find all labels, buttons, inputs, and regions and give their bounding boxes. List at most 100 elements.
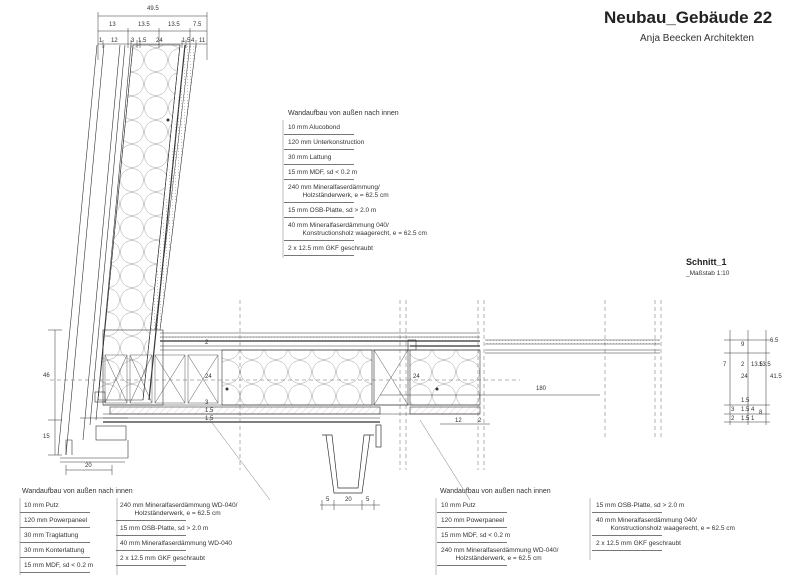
architect-name: Anja Beecken Architekten: [640, 33, 754, 44]
br-legend-col1-divider: [437, 542, 507, 543]
dim-right-4: 4: [751, 407, 755, 413]
roof-legend-item: 120 mm Unterkonstruction: [288, 139, 365, 146]
dim-row2-e: 24: [156, 38, 163, 44]
bl-legend-col2-item: 240 mm Mineralfaserdämmung WD-040/ Holzs…: [120, 502, 238, 517]
roof-legend-divider: [284, 134, 354, 135]
dim-right-24: 24: [741, 374, 748, 380]
dim-right-135: 13.5: [759, 362, 771, 368]
gutter: [322, 424, 382, 494]
eaves-detail: [60, 391, 129, 463]
bl-legend-col1-item: 120 mm Powerpaneel: [24, 517, 88, 524]
dim-slab-small-4: 1.5: [205, 416, 214, 422]
dim-slab-24b: 24: [413, 374, 420, 380]
bl-legend-col2-divider: [116, 535, 186, 536]
dim-small-2: 2: [478, 418, 482, 424]
roof-legend-item: 30 mm Lattung: [288, 154, 332, 161]
dim-gutter-5b: 5: [366, 497, 370, 503]
dim-slab-small-3: 1.5: [205, 408, 214, 414]
dim-slab-small-2: 3: [205, 400, 209, 406]
bl-legend-col2-divider: [116, 520, 186, 521]
dim-right-135b: 13.5: [751, 362, 763, 368]
top-dimensions: [97, 12, 208, 60]
dim-slab-24: 24: [205, 374, 212, 380]
br-legend-col2-item: 2 x 12.5 mm GKF geschraubt: [596, 540, 681, 547]
roof-legend-item: 240 mm Mineralfaserdämmung/ Holzständerw…: [288, 184, 389, 199]
dim-row1-d: 7.5: [193, 22, 202, 28]
dim-row2-d: 1.5: [138, 38, 147, 44]
br-legend-col2-divider: [592, 512, 662, 513]
dim-right-2b: 2: [731, 416, 735, 422]
dim-right-1: 1: [751, 416, 755, 422]
section-name: Schnitt_1: [686, 257, 727, 267]
dim-right-7: 7: [723, 362, 727, 368]
bl-legend-col2-item: 40 mm Mineralfaserdämmung WD-040: [120, 540, 232, 547]
bl-legend-col2-divider: [116, 565, 186, 566]
dim-row1-c: 13.5: [168, 22, 180, 28]
dim-row2-f: 1.5: [182, 38, 191, 44]
dim-right-9: 9: [741, 342, 745, 348]
roof-legend-item: 40 mm Mineralfaserdämmung 040/ Konstruct…: [288, 222, 427, 237]
project-title: Neubau_Gebäude 22: [604, 8, 773, 27]
dim-left-46: 46: [43, 373, 50, 379]
br-legend-col1-item: 10 mm Putz: [441, 502, 476, 509]
bl-legend-col1-divider: [20, 527, 90, 528]
bl-legend-col1-divider: [20, 557, 90, 558]
roof-legend-divider: [284, 179, 354, 180]
br-legend-col2-divider: [592, 550, 662, 551]
bl-legend-col1-item: 10 mm Putz: [24, 502, 59, 509]
dim-right-3: 3: [731, 407, 735, 413]
bl-legend-col1-item: 30 mm Traglattung: [24, 532, 79, 539]
dim-right-15b: 1.5: [741, 407, 750, 413]
scale-label: _Maßstab 1:10: [686, 270, 730, 277]
roof-legend-divider: [284, 164, 354, 165]
bl-legend-col2-divider: [116, 550, 186, 551]
dim-gutter-20: 20: [345, 497, 352, 503]
dim-total: 49.5: [147, 6, 159, 12]
bl-legend-col2-item: 15 mm OSB-Platte, sd > 2.0 m: [120, 525, 209, 532]
bl-legend-col1-divider: [20, 542, 90, 543]
br-legend-col1-divider: [437, 527, 507, 528]
roof-legend-heading: Wandaufbau von außen nach innen: [288, 110, 399, 117]
roof-legend-divider: [284, 202, 354, 203]
dim-row2-a: 1: [99, 38, 103, 44]
br-legend-col1-item: 120 mm Powerpaneel: [441, 517, 505, 524]
br-legend-col2-divider: [592, 535, 662, 536]
bl-legend-col2-item: 2 x 12.5 mm GKF geschraubt: [120, 555, 205, 562]
dim-row2-c: 3: [131, 38, 135, 44]
dim-right-415: 41.5: [770, 374, 782, 380]
dim-right-15a: 1.5: [741, 398, 750, 404]
dim-row2-h: 11: [199, 38, 206, 44]
roof-legend-item: 2 x 12.5 mm GKF geschraubt: [288, 245, 373, 252]
right-dimensions: [724, 330, 770, 425]
br-legend-col1-item: 240 mm Mineralfaserdämmung WD-040/ Holzs…: [441, 547, 559, 562]
br-legend-col1-divider: [437, 512, 507, 513]
roof-legend-item: 15 mm OSB-Platte, sd > 2.0 m: [288, 207, 377, 214]
dim-span-180: 180: [536, 386, 547, 392]
dim-small-12: 12: [455, 418, 462, 424]
dim-bottom-20: 20: [85, 463, 92, 469]
roof-legend-divider: [284, 217, 354, 218]
right-cladding: [485, 339, 660, 354]
dim-gutter-5a: 5: [326, 497, 330, 503]
legend-leaders: [19, 120, 591, 575]
dim-row2-b: 12: [111, 38, 118, 44]
dim-right-2: 2: [741, 362, 745, 368]
dim-slab-small-1: 2: [205, 340, 209, 346]
roof-legend-item: 15 mm MDF, sd < 0.2 m: [288, 169, 358, 176]
bl-legend-col1-item: 15 mm MDF, sd < 0.2 m: [24, 562, 94, 569]
roof-legend-divider: [284, 240, 354, 241]
cut-lines: [50, 300, 662, 470]
bl-legend-col1-divider: [20, 512, 90, 513]
roof-legend-item: 10 mm Alucobond: [288, 124, 341, 131]
roof-legend-divider: [284, 149, 354, 150]
slab-assembly: [102, 329, 481, 423]
dim-row1-a: 13: [109, 22, 116, 28]
dim-right-15c: 1.5: [741, 416, 750, 422]
br-legend-col2-item: 15 mm OSB-Platte, sd > 2.0 m: [596, 502, 685, 509]
bl-legend-col1-item: 30 mm Konterlattung: [24, 547, 85, 554]
bl-legend-heading: Wandaufbau von außen nach innen: [22, 488, 133, 495]
roof-legend-divider: [284, 255, 354, 256]
sloped-wall: [57, 44, 197, 456]
